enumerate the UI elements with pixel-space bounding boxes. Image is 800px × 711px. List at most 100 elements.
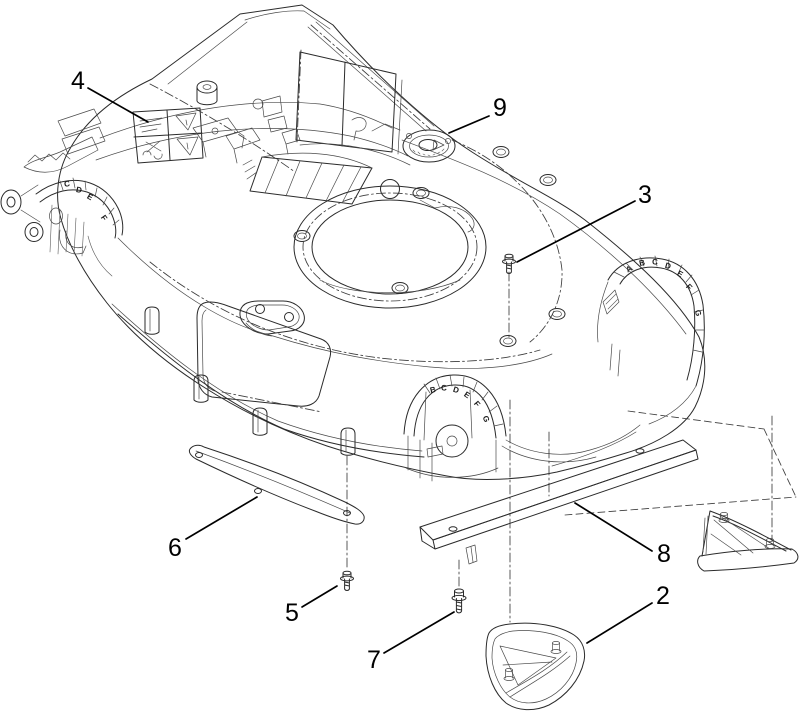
boss: [492, 146, 510, 158]
right-arch-band: [607, 257, 705, 387]
chute-bolt: [552, 641, 560, 645]
mulch-plate-tab: [465, 544, 478, 565]
hoc-letter: B: [429, 385, 437, 395]
boss: [293, 230, 311, 242]
hoc-letter: F: [472, 399, 482, 409]
deflector-wedge: [697, 510, 799, 572]
callout-leader-6: [185, 496, 258, 540]
rear-housing-lines: [95, 10, 435, 161]
left-clamp: [59, 229, 87, 255]
side-panel-outline: [196, 301, 332, 407]
wear-strip: [188, 444, 365, 525]
hoc-letter: G: [693, 309, 703, 318]
boss: [539, 174, 557, 186]
ghost-plate-outline: [564, 410, 797, 516]
washout-port-screw-right: [445, 138, 451, 144]
callout-leader-4: [87, 87, 149, 123]
callout-leader-3: [516, 200, 636, 263]
boss-hole: [297, 232, 307, 240]
bag-opening: [295, 51, 397, 153]
center-arch-hub-hole: [446, 435, 458, 447]
mount-pad-hole: [255, 304, 265, 314]
washout-port-center: [418, 139, 438, 151]
skirt-tab: [340, 427, 356, 456]
wear-strip-outline: [188, 444, 365, 525]
callout-label-8: 8: [657, 540, 671, 568]
warning-decal-pictograms: [139, 112, 199, 160]
center-arch-ticks: [423, 374, 504, 427]
chute-strap: [505, 651, 571, 698]
left-arch-ticks: [59, 177, 120, 226]
hoc-letter: C: [441, 383, 447, 392]
hoc-letter: D: [664, 261, 672, 271]
warning-decal-frame: [132, 107, 204, 164]
bag-opening-edge: [296, 49, 302, 143]
bag-opening-details: [261, 95, 401, 141]
hoc-letter: E: [675, 269, 685, 280]
hoc-letter: D: [452, 385, 460, 395]
blade-opening-inner: [311, 199, 469, 295]
housing-post: [196, 80, 218, 106]
handle-bracket-hole: [211, 127, 219, 135]
bolt-5: [340, 570, 354, 591]
hoc-letter: F: [684, 282, 694, 292]
rear-housing-centerline: [310, 24, 431, 130]
wedge-base: [697, 548, 799, 572]
hoc-letter: G: [481, 414, 492, 423]
boss: [412, 187, 430, 199]
bolt-flange: [340, 575, 354, 582]
blade-opening: [293, 179, 487, 309]
blade-opening-outer: [293, 185, 487, 309]
hoc-letter: E: [85, 192, 95, 203]
center-arch-hub: [435, 424, 469, 458]
serrated-arm: [23, 136, 99, 173]
bolt-body: [454, 590, 464, 614]
bolt-body: [342, 572, 352, 591]
bolt-flange: [502, 258, 516, 265]
callout-leader-5: [301, 585, 338, 608]
tunnel-panel: [249, 156, 373, 205]
height-indicator-center-arch: B C D E F G: [403, 374, 507, 482]
hoc-letter: E: [462, 390, 472, 401]
left-knob: [49, 207, 63, 225]
height-indicator-right-arch: A B C D E F G: [597, 255, 705, 425]
washout-port-arrow: [432, 139, 445, 151]
left-arch-band: [35, 180, 124, 239]
left-handle-assembly: [0, 108, 113, 277]
callout-leader-9: [448, 115, 490, 134]
post-top: [196, 80, 218, 94]
callout-label-5: 5: [285, 599, 299, 627]
mount-pad-outline: [239, 300, 305, 335]
boss: [499, 335, 517, 347]
boss: [548, 308, 566, 320]
bolt-head: [454, 588, 464, 594]
left-lower-ring-outer: [24, 222, 44, 242]
mulch-plate-front: [419, 449, 699, 550]
skirt-tabs: [144, 306, 356, 456]
callout-label-2: 2: [656, 582, 670, 610]
blade-opening-centerline: [302, 192, 478, 302]
chute-outer: [485, 622, 586, 711]
warning-decal: [132, 107, 204, 164]
washout-port: [402, 129, 456, 163]
wear-strip-hole: [195, 452, 203, 458]
center-arch-band: [403, 374, 507, 439]
boss-hole: [503, 337, 513, 345]
callout-leader-7: [383, 611, 455, 654]
wear-strip-hole: [254, 488, 262, 494]
wedge-ribs: [702, 515, 771, 556]
bag-opening-hole: [252, 98, 264, 110]
washout-port-mid: [409, 134, 449, 158]
hoc-letter: F: [99, 213, 109, 222]
deck-ridge-curves: [117, 139, 687, 467]
wear-strip-inner-edge: [195, 450, 351, 514]
hoc-letter: C: [64, 179, 71, 189]
wedge-bolt-flange: [718, 518, 730, 523]
skirt-tab: [252, 407, 268, 436]
callout-label-7: 7: [367, 646, 381, 674]
skirt-edge: [111, 303, 423, 452]
right-arch-hatch: [605, 293, 619, 310]
mount-pad-hole: [284, 312, 294, 322]
chute-flap: [499, 645, 557, 686]
side-panel: [196, 301, 332, 413]
